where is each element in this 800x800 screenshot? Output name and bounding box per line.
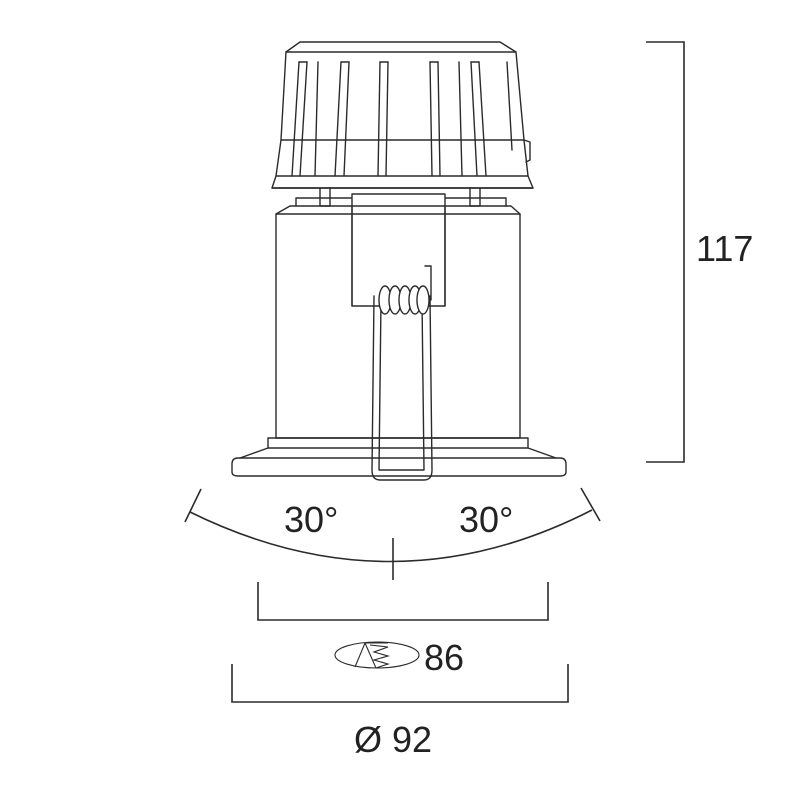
tilt-right-angle-label: 30° — [459, 499, 514, 540]
tilt-left-angle-label: 30° — [284, 499, 339, 540]
diameter-value-label: Ø 92 — [354, 719, 433, 760]
cutout-value-label: 86 — [424, 637, 465, 678]
height-dimension-line — [646, 41, 685, 463]
diameter-dimension-line — [231, 664, 569, 703]
cutout-dimension-line — [257, 582, 549, 621]
lamp-body — [231, 205, 567, 477]
ceiling-cutout-icon — [334, 641, 420, 669]
heatsink-cap — [271, 41, 534, 189]
spring-clip — [371, 285, 433, 481]
cooling-fins — [291, 61, 513, 177]
tilt-arc — [184, 487, 601, 580]
height-value-label: 117 — [696, 228, 754, 269]
torsion-spring — [378, 285, 430, 315]
